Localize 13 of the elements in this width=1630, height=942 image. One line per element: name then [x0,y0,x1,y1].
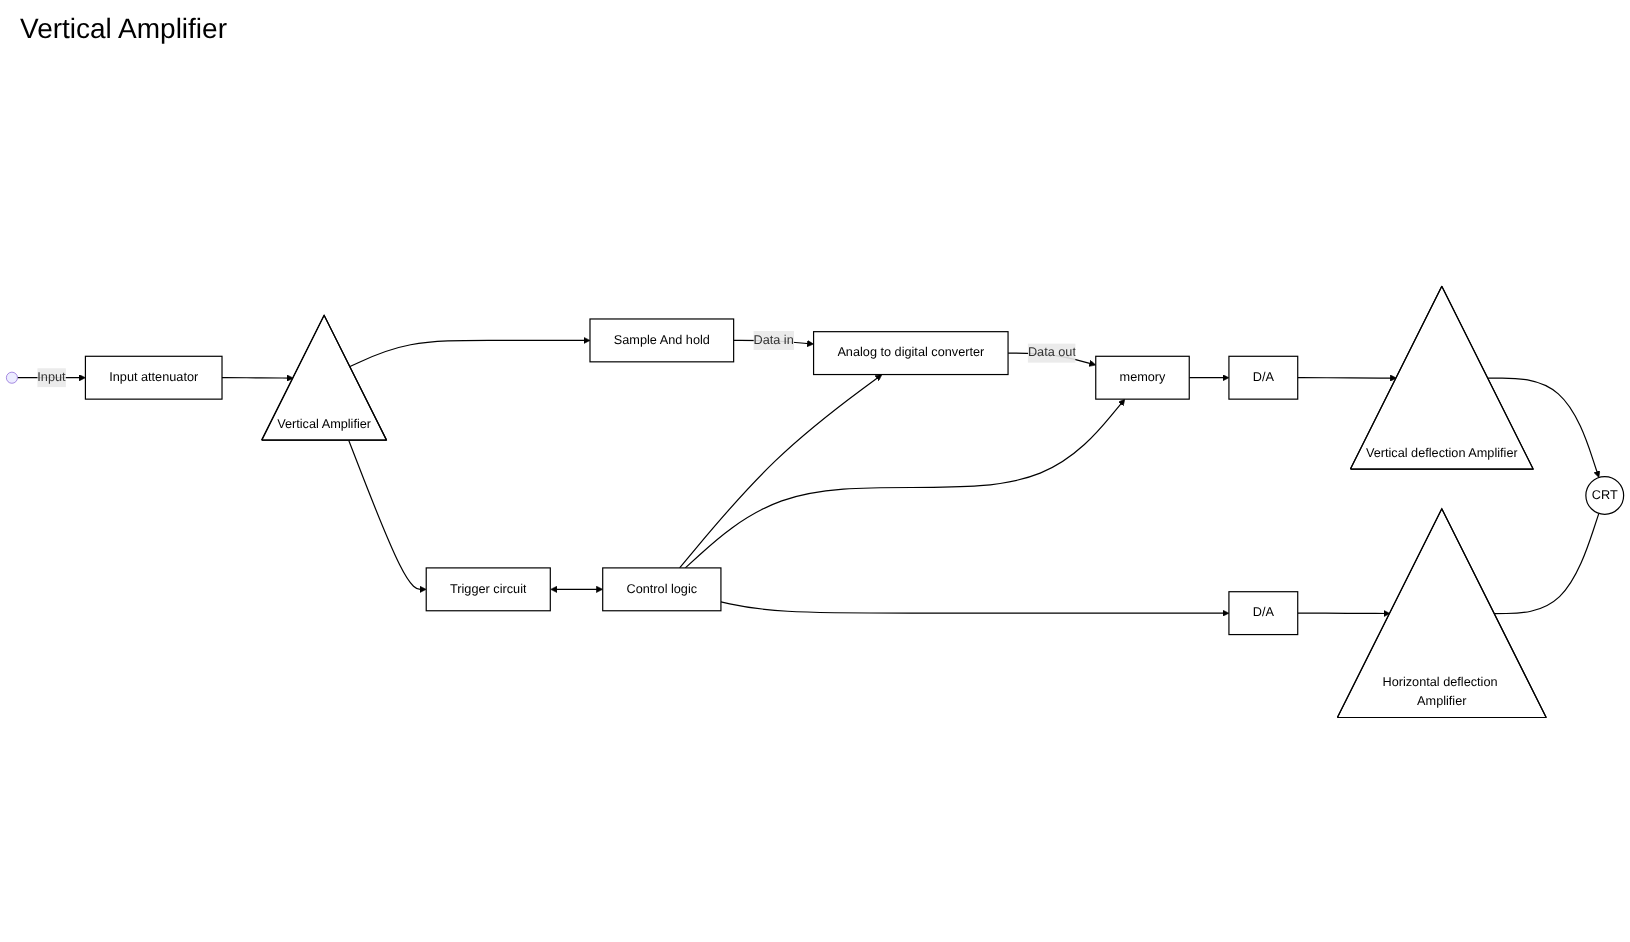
arrow [348,439,427,592]
arrow [1487,376,1601,477]
arrow [679,373,883,568]
arrow [1297,373,1397,381]
arrow [1297,609,1391,617]
arrow [720,600,1230,616]
arrow [550,584,603,592]
connector [1493,511,1600,614]
arrow [684,397,1126,568]
note-text: Vertical Amplifier [20,12,227,44]
arrow [1188,373,1230,381]
arrow [221,373,294,381]
arrow [349,336,591,367]
